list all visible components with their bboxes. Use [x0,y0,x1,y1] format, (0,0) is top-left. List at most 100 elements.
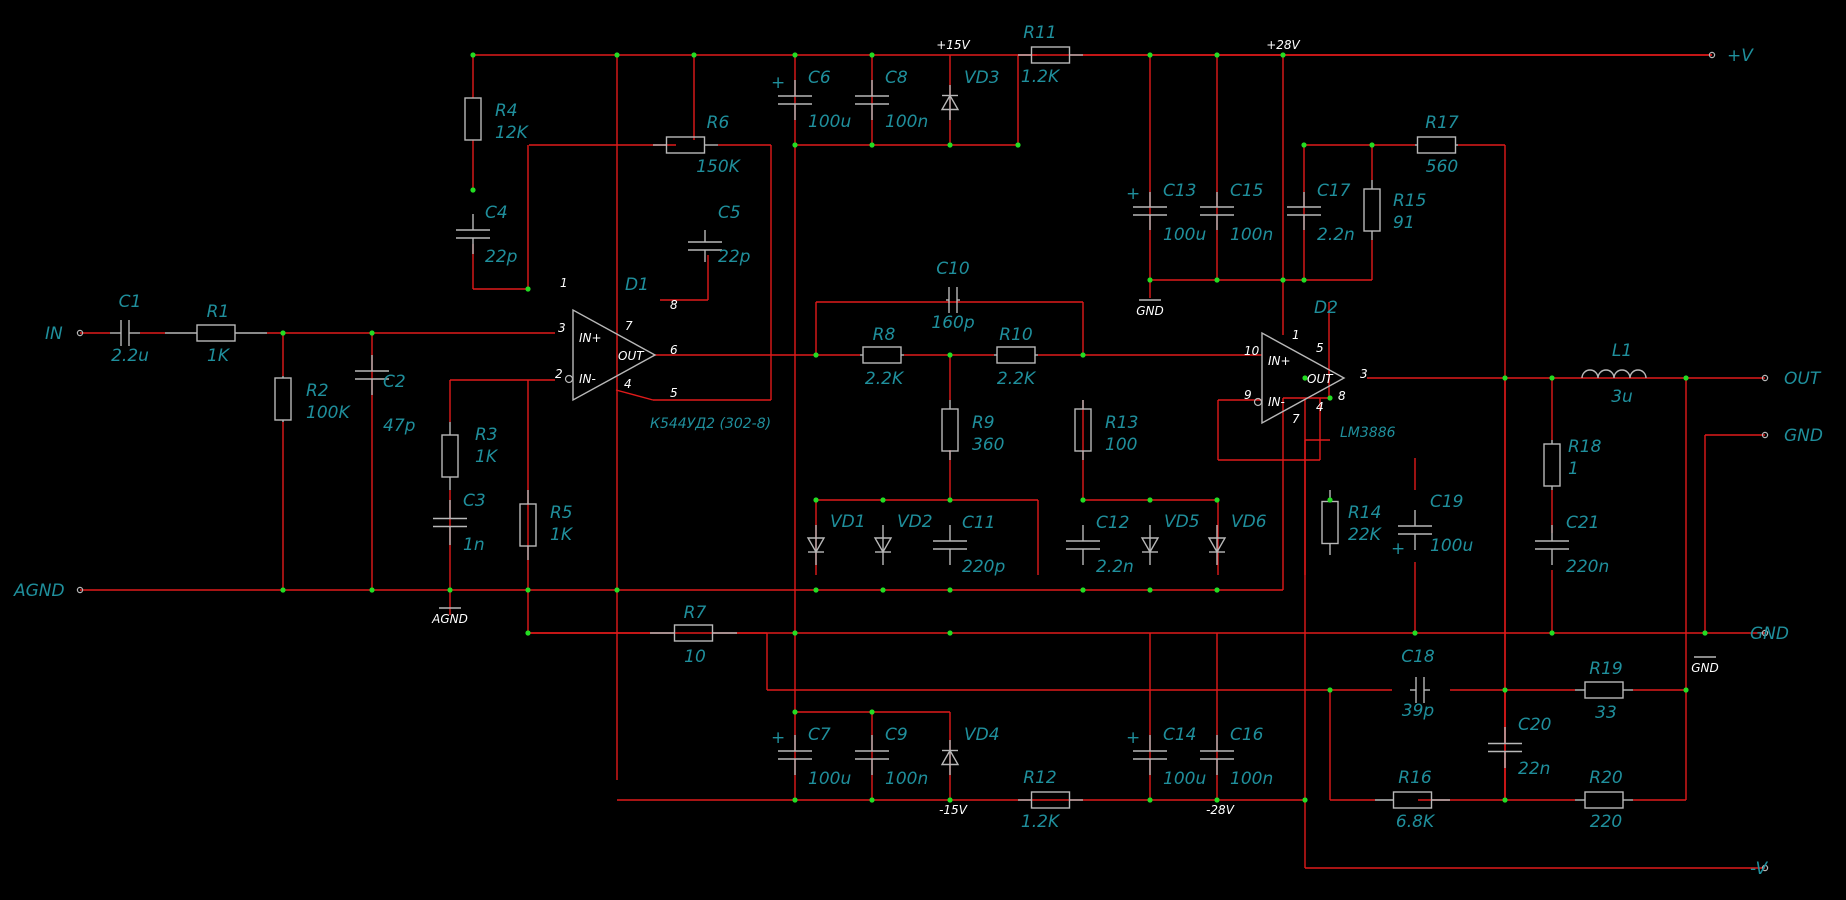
diode-triangle [940,94,960,111]
junction-dot [470,52,476,58]
label-r18: R18 [1568,437,1602,457]
polarity-plus: + [1126,728,1140,748]
label-r11: R11 [1023,23,1056,43]
value-r9: 360 [972,435,1004,455]
junctions [280,52,1708,803]
ground-label: GND [1136,304,1164,318]
junction-dot [525,630,531,636]
resistor-body [862,346,902,364]
resistor-body [519,503,537,547]
resistor-body [1363,188,1381,232]
rail-label-p28: +28V [1266,38,1300,52]
resistor-r13 [1074,400,1092,460]
label-c12: C12 [1096,513,1130,533]
label-c10: C10 [936,259,970,279]
label-r4: R4 [495,101,518,121]
port-label-v: -V [1750,859,1768,879]
label-c1: C1 [119,292,142,312]
capacitor-c14: + [1126,728,1167,775]
junction-dot [947,630,953,636]
polarity-plus: + [771,728,785,748]
resistor-body [1030,791,1071,809]
capacitor-c12 [1066,525,1100,565]
value-c6: 100u [808,112,851,132]
label-c9: C9 [885,725,908,745]
resistor-r19 [1575,681,1633,699]
label-c15: C15 [1230,181,1264,201]
value-r13: 100 [1105,435,1137,455]
label-c20: C20 [1518,715,1552,735]
ic-ref-d2: D2 [1314,298,1338,318]
diode-vd2 [873,525,893,565]
value-c4: 22p [485,247,518,267]
capacitor-c2 [355,355,389,395]
junction-dot [1080,587,1086,593]
resistor-body [274,377,292,421]
value-r17: 560 [1426,157,1458,177]
label-r3: R3 [475,425,498,445]
label-c16: C16 [1230,725,1264,745]
value-r15: 91 [1393,213,1415,233]
capacitor-c9 [855,735,889,775]
resistor-body [941,408,959,452]
junction-dot [792,52,798,58]
resistor-body [996,346,1036,364]
opamp-triangle [1261,331,1346,425]
resistor-body [1584,791,1624,809]
pin-number: 9 [1244,388,1252,402]
value-c11: 220p [962,557,1005,577]
value-c18: 39p [1402,701,1435,721]
label-r19: R19 [1589,659,1622,679]
junction-dot [1147,797,1153,803]
diode-triangle [940,749,960,766]
value-r2: 100K [306,403,351,423]
capacitor-c18 [1410,677,1430,703]
pin-number: 1 [1292,328,1300,342]
junction-dot [1302,797,1308,803]
label-c21: C21 [1566,513,1600,533]
junction-dot [869,52,875,58]
value-c7: 100u [808,769,851,789]
pin-number: 5 [670,386,678,400]
value-r1: 1K [207,346,231,366]
label-r20: R20 [1589,768,1622,788]
resistor-r6 [653,136,718,154]
port-connector [1761,374,1769,382]
value-r4: 12K [495,123,530,143]
resistor-r7 [650,624,737,642]
pin-number: 3 [558,321,566,335]
label-c17: C17 [1317,181,1351,201]
inverting-bubble [1253,397,1263,407]
pin-number: 4 [624,377,632,391]
resistor-r12 [1018,791,1083,809]
value-c5: 22p [718,247,751,267]
port-label-agnd: AGND [13,581,65,601]
capacitor-c10 [946,287,960,313]
label-r13: R13 [1105,413,1138,433]
label-vd6: VD6 [1231,512,1267,532]
resistor-body [441,434,459,478]
pin-label-out: OUT [1307,372,1334,386]
capacitor-c5 [688,230,722,262]
capacitor-c19: + [1391,510,1432,559]
label-r12: R12 [1023,768,1056,788]
label-vd1: VD1 [830,512,866,532]
pin-label-in-minus: IN- [579,372,596,386]
resistor-r1 [165,324,267,342]
capacitor-c6: + [771,73,812,120]
label-vd5: VD5 [1164,512,1200,532]
value-l1: 3u [1611,387,1633,407]
pin-number: 8 [670,298,678,312]
junction-dot [1080,352,1086,358]
junction-dot [792,142,798,148]
pin-label-out: OUT [618,349,645,363]
label-c6: C6 [808,68,831,88]
capacitor-c1 [110,320,140,346]
label-r17: R17 [1425,113,1459,133]
value-c8: 100n [885,112,928,132]
diode-triangle [1207,537,1227,554]
diode-vd4 [940,740,960,775]
junction-dot [1549,375,1555,381]
label-c19: C19 [1430,492,1464,512]
